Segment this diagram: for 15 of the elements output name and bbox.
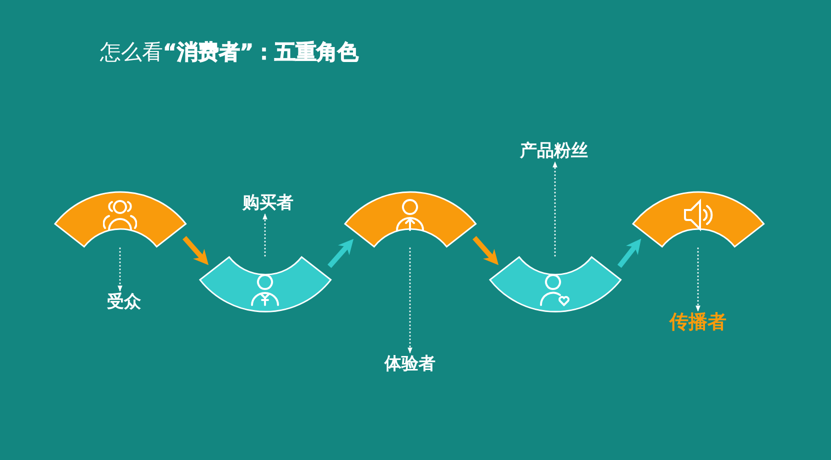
- chevron-arrow: [617, 238, 642, 268]
- role-label: 受众: [107, 291, 141, 313]
- role-label: 体验者: [384, 353, 436, 375]
- arrow: [552, 161, 558, 256]
- title: 怎么看“消费者”：五重角色: [100, 39, 359, 66]
- arrow: [262, 213, 268, 256]
- chevron-arrow: [328, 238, 354, 268]
- role-label: 传播者: [670, 311, 726, 333]
- chevron-arrow: [472, 236, 499, 266]
- arrow: [408, 248, 412, 354]
- arrow: [696, 248, 700, 312]
- role-label: 产品粉丝: [520, 140, 588, 162]
- arrow: [118, 248, 122, 292]
- chevron-arrow: [182, 236, 209, 266]
- role-label: 购买者: [242, 192, 294, 214]
